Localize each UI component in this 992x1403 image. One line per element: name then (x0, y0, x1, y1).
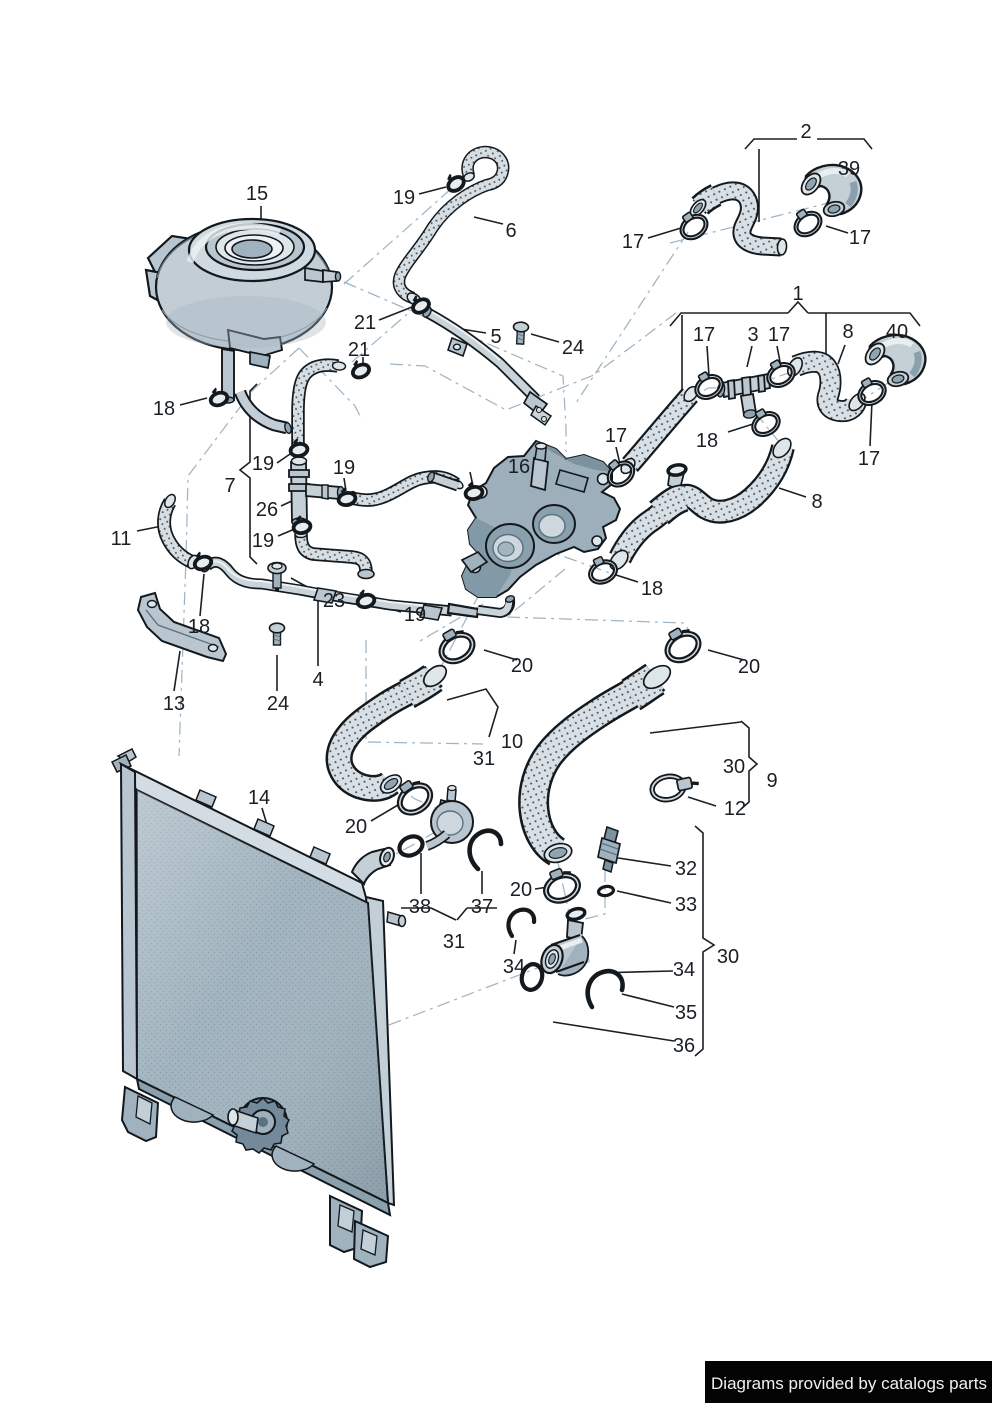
svg-text:19: 19 (252, 453, 274, 475)
svg-text:19: 19 (404, 604, 426, 626)
svg-text:13: 13 (163, 693, 185, 715)
svg-text:39: 39 (838, 158, 860, 180)
svg-text:37: 37 (471, 896, 493, 918)
svg-text:12: 12 (724, 798, 746, 820)
svg-text:18: 18 (641, 578, 663, 600)
svg-text:35: 35 (675, 1002, 697, 1024)
svg-text:2: 2 (800, 121, 811, 143)
svg-text:20: 20 (510, 879, 532, 901)
svg-text:23: 23 (323, 590, 345, 612)
svg-text:34: 34 (503, 956, 525, 978)
svg-text:19: 19 (333, 457, 355, 479)
svg-text:20: 20 (345, 816, 367, 838)
svg-text:34: 34 (673, 959, 695, 981)
svg-text:17: 17 (858, 448, 880, 470)
svg-text:21: 21 (348, 339, 370, 361)
svg-text:31: 31 (473, 748, 495, 770)
svg-text:26: 26 (256, 499, 278, 521)
svg-text:31: 31 (443, 931, 465, 953)
svg-text:8: 8 (811, 491, 822, 513)
svg-text:32: 32 (675, 858, 697, 880)
svg-text:8: 8 (842, 321, 853, 343)
svg-text:40: 40 (886, 321, 908, 343)
svg-text:6: 6 (505, 220, 516, 242)
svg-text:14: 14 (248, 787, 270, 809)
svg-text:Diagrams provided by catalogs: Diagrams provided by catalogs parts (711, 1374, 987, 1393)
svg-text:18: 18 (188, 616, 210, 638)
svg-text:38: 38 (409, 896, 431, 918)
svg-text:7: 7 (224, 475, 235, 497)
svg-text:18: 18 (153, 398, 175, 420)
svg-text:36: 36 (673, 1035, 695, 1057)
svg-text:17: 17 (693, 324, 715, 346)
svg-text:24: 24 (562, 337, 584, 359)
svg-text:1: 1 (792, 283, 803, 305)
svg-text:19: 19 (252, 530, 274, 552)
svg-text:17: 17 (768, 324, 790, 346)
svg-text:17: 17 (622, 231, 644, 253)
svg-text:10: 10 (501, 731, 523, 753)
svg-text:33: 33 (675, 894, 697, 916)
svg-text:17: 17 (605, 425, 627, 447)
svg-text:15: 15 (246, 183, 268, 205)
svg-text:11: 11 (111, 528, 132, 550)
svg-text:16: 16 (508, 456, 530, 478)
svg-text:30: 30 (717, 946, 739, 968)
svg-text:18: 18 (696, 430, 718, 452)
svg-text:24: 24 (267, 693, 289, 715)
svg-text:3: 3 (747, 324, 758, 346)
svg-text:17: 17 (849, 227, 871, 249)
svg-text:21: 21 (354, 312, 376, 334)
svg-text:9: 9 (766, 770, 777, 792)
svg-text:30: 30 (723, 756, 745, 778)
svg-text:20: 20 (738, 656, 760, 678)
svg-text:20: 20 (511, 655, 533, 677)
svg-text:19: 19 (393, 187, 415, 209)
svg-text:5: 5 (490, 326, 501, 348)
svg-text:4: 4 (312, 669, 323, 691)
